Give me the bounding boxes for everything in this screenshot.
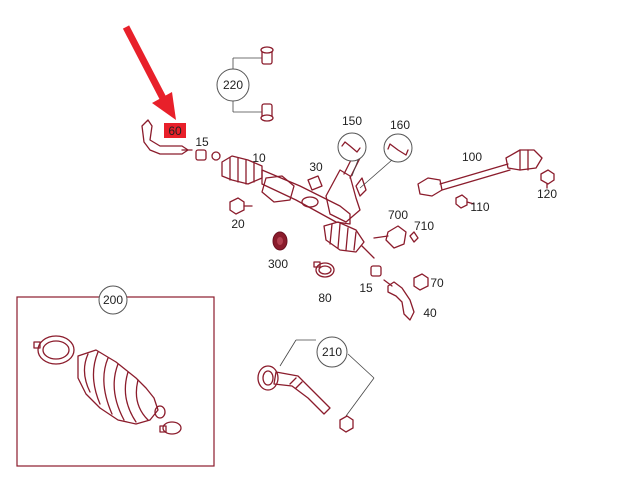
pin-710[interactable] <box>409 231 419 243</box>
red-pointer-arrow <box>122 25 176 120</box>
callout-300: 300 <box>268 257 288 271</box>
callout-700: 700 <box>388 208 408 222</box>
callout-160: 160 <box>390 118 410 132</box>
callout-30: 30 <box>309 160 323 174</box>
mount-bushing-300[interactable] <box>272 231 288 251</box>
callout-60: 60 <box>168 124 182 138</box>
callout-710: 710 <box>414 219 434 233</box>
callout-70: 70 <box>430 276 444 290</box>
bolt-20[interactable] <box>229 197 253 215</box>
steering-rack-housing[interactable] <box>221 149 375 259</box>
callout-150: 150 <box>342 114 362 128</box>
callout-60-highlight <box>164 123 186 138</box>
bolt-120[interactable] <box>540 169 555 189</box>
wrench-icon-150 <box>337 132 367 162</box>
callout-80: 80 <box>318 291 332 305</box>
callout-15-upper: 15 <box>195 135 209 149</box>
callout-20: 20 <box>231 217 245 231</box>
callout-15-lower: 15 <box>359 281 373 295</box>
steering-shaft-100[interactable] <box>417 149 543 197</box>
callout-100: 100 <box>462 150 482 164</box>
callout-220: 220 <box>223 78 243 92</box>
bushing-220[interactable] <box>232 46 274 122</box>
callout-120: 120 <box>537 187 557 201</box>
callout-210: 210 <box>322 345 342 359</box>
boot-kit-box-200[interactable] <box>16 285 215 467</box>
nut-15-lower[interactable] <box>370 265 382 277</box>
tie-rod-end-60[interactable] <box>141 119 193 155</box>
callout-200: 200 <box>103 293 123 307</box>
sensor-700[interactable] <box>373 225 407 249</box>
nut-70[interactable] <box>413 273 429 291</box>
inner-tie-rod-210[interactable] <box>257 336 375 433</box>
clamp-30[interactable] <box>307 175 323 191</box>
clamp-80[interactable] <box>313 261 335 278</box>
tie-rod-end-40[interactable] <box>383 279 415 321</box>
callout-10: 10 <box>252 151 266 165</box>
bolt-110[interactable] <box>455 194 475 209</box>
nut-15-upper[interactable] <box>195 149 221 161</box>
wrench-icon-160 <box>383 133 413 163</box>
callout-110: 110 <box>470 200 489 214</box>
callout-40: 40 <box>423 306 437 320</box>
